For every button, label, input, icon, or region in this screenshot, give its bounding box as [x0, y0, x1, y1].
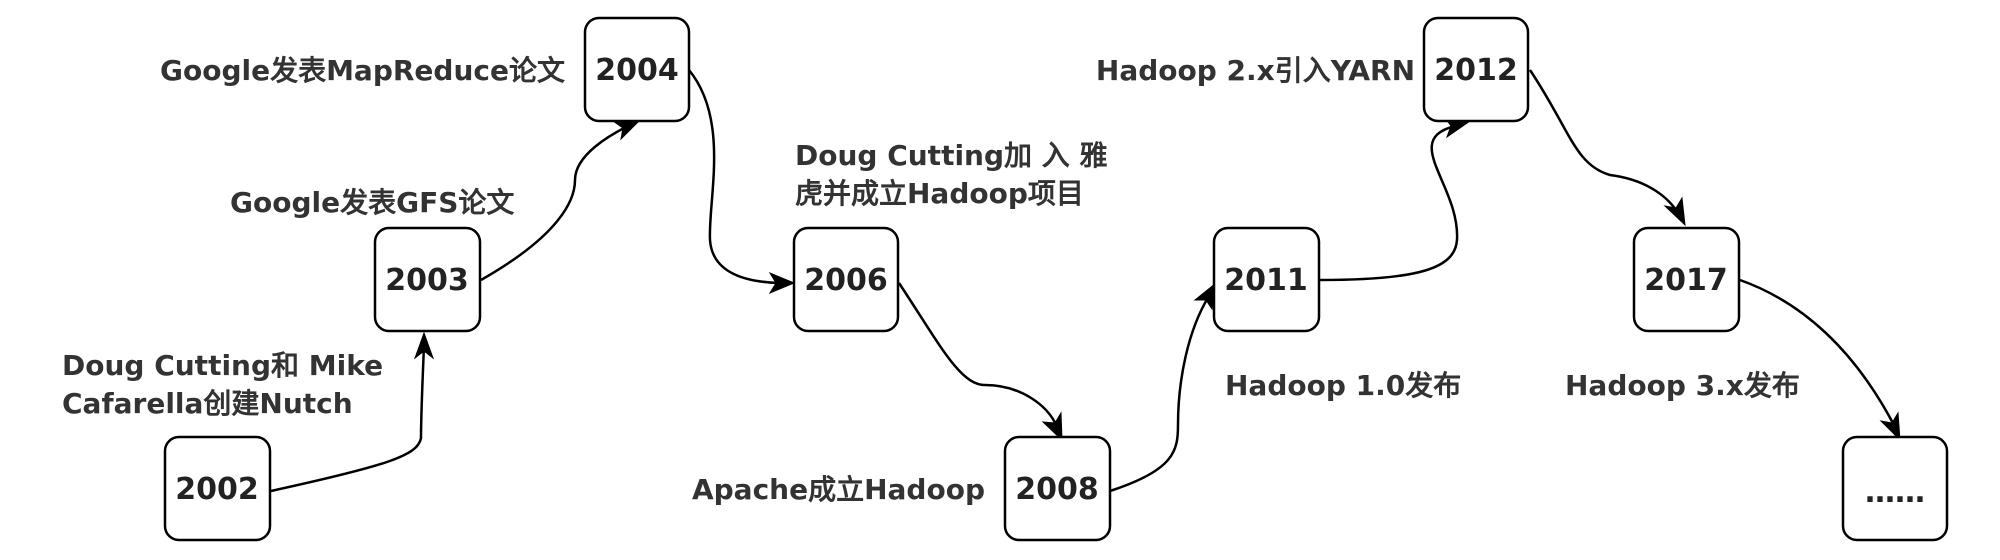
edge-2002-2003: [270, 331, 435, 493]
edge-2011-2012: [1319, 115, 1472, 282]
svg-text:2002: 2002: [175, 472, 259, 507]
label-2017: Hadoop 3.x发布: [1565, 369, 1800, 402]
svg-text:……: ……: [1865, 475, 1925, 510]
label-2006-line2: 虎并成立Hadoop项目: [795, 177, 1084, 210]
svg-text:2008: 2008: [1015, 472, 1099, 507]
node-more: ……: [1841, 435, 1949, 542]
node-2006: 2006: [792, 226, 900, 333]
edge-2004-2006: [688, 69, 796, 295]
label-2003: Google发表GFS论文: [230, 186, 514, 219]
node-2008: 2008: [1003, 435, 1112, 542]
label-2008: Apache成立Hadoop: [692, 473, 985, 506]
label-2011: Hadoop 1.0发布: [1225, 369, 1461, 402]
svg-text:2004: 2004: [595, 53, 679, 88]
label-2012: Hadoop 2.x引入YARN: [1096, 54, 1415, 87]
edge-2006-2008: [897, 282, 1063, 442]
svg-text:2006: 2006: [804, 263, 888, 298]
node-2002: 2002: [163, 435, 272, 542]
node-2011: 2011: [1212, 226, 1321, 333]
svg-text:2003: 2003: [385, 263, 469, 298]
svg-text:2011: 2011: [1224, 263, 1308, 298]
node-2003: 2003: [373, 226, 482, 333]
label-2002-line1: Doug Cutting和 Mike: [62, 349, 383, 382]
node-2004: 2004: [583, 16, 691, 123]
svg-text:2012: 2012: [1434, 53, 1518, 88]
label-2004: Google发表MapReduce论文: [160, 54, 565, 87]
edge-2017-more: [1739, 278, 1901, 442]
svg-text:2017: 2017: [1644, 263, 1728, 298]
edge-2008-2011: [1109, 281, 1217, 493]
node-2017: 2017: [1632, 226, 1741, 333]
node-2012: 2012: [1422, 16, 1530, 123]
label-2006-line1: Doug Cutting加 入 雅: [795, 139, 1108, 172]
edge-2012-2017: [1528, 69, 1686, 227]
label-2002-line2: Cafarella创建Nutch: [62, 387, 353, 420]
